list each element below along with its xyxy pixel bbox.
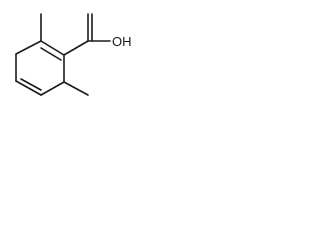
- substituents: [40, 13, 111, 96]
- ring-bond-c1-c2: [40, 40, 65, 56]
- ring-bond-c4-c5-inner: [20, 78, 42, 91]
- ring-bond-c4-c5: [15, 80, 42, 96]
- ring-bond-c5-c6: [40, 81, 65, 96]
- hydroxyl-label: OH: [112, 34, 132, 49]
- ring-bond-c2-c3: [15, 40, 42, 55]
- ring: [15, 40, 65, 96]
- ring-bond-c1-c2-inner: [40, 47, 62, 61]
- carboxyl-bond-ring: [63, 40, 89, 56]
- methyl-bond-bottom: [63, 81, 89, 96]
- chemical-structure: OH: [15, 13, 132, 96]
